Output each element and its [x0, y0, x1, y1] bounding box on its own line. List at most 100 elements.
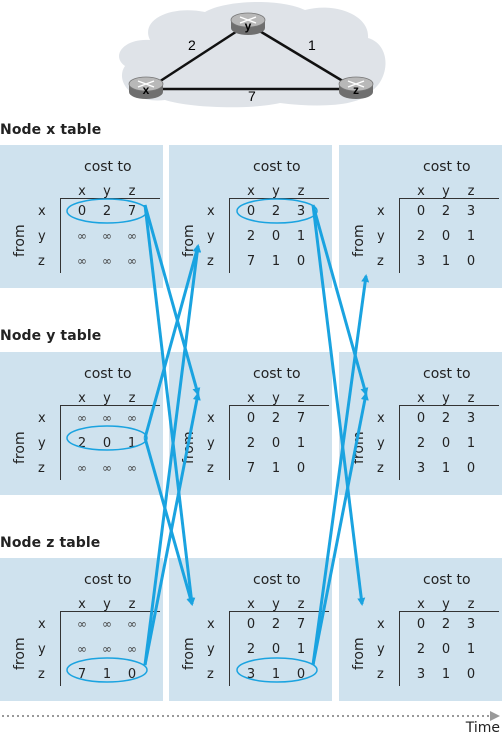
- row-label: z: [377, 667, 384, 682]
- cost-to-label: cost to: [84, 159, 132, 175]
- table-cell: 0: [441, 436, 451, 451]
- row-label: x: [207, 204, 215, 219]
- time-label: Time: [465, 720, 500, 736]
- column-header: z: [128, 597, 136, 612]
- table-cell: 0: [271, 642, 281, 657]
- row-label: x: [207, 411, 215, 426]
- table-cell: 0: [416, 204, 426, 219]
- edge-cost-xz: 7: [248, 88, 256, 104]
- table-cell: 3: [466, 204, 476, 219]
- router-x: x: [128, 76, 164, 99]
- from-label: from: [12, 431, 28, 464]
- column-header: y: [103, 184, 111, 199]
- table-cell: ∞: [77, 229, 87, 243]
- table-cell: 1: [127, 436, 137, 451]
- table-cell: ∞: [77, 461, 87, 475]
- table-cell: 0: [441, 229, 451, 244]
- column-header: z: [128, 184, 136, 199]
- table-cell: ∞: [127, 461, 137, 475]
- table-cell: 1: [441, 254, 451, 269]
- router-y: y: [230, 12, 266, 35]
- column-header: x: [247, 597, 255, 612]
- table-cell: 2: [77, 436, 87, 451]
- table-cell: 2: [441, 617, 451, 632]
- row-label: x: [38, 411, 46, 426]
- cost-to-label: cost to: [423, 366, 471, 382]
- table-cell: 1: [102, 667, 112, 682]
- row-label: z: [207, 461, 214, 476]
- table-cell: 0: [466, 461, 476, 476]
- row-label: y: [377, 642, 385, 657]
- table-cell: 2: [271, 204, 281, 219]
- row-label: y: [207, 642, 215, 657]
- header-rule: [60, 611, 160, 612]
- table-cell: 3: [296, 204, 306, 219]
- row-rule: [399, 611, 400, 686]
- row-label: z: [377, 461, 384, 476]
- table-cell: 3: [466, 411, 476, 426]
- table-cell: 0: [416, 617, 426, 632]
- column-header: x: [78, 597, 86, 612]
- table-cell: 2: [271, 411, 281, 426]
- table-cell: ∞: [77, 642, 87, 656]
- table-cell: 0: [296, 254, 306, 269]
- table-cell: 3: [416, 254, 426, 269]
- table-cell: 2: [102, 204, 112, 219]
- table-cell: 7: [296, 617, 306, 632]
- column-header: x: [247, 391, 255, 406]
- table-cell: 0: [127, 667, 137, 682]
- table-cell: 0: [271, 436, 281, 451]
- cost-to-label: cost to: [253, 366, 301, 382]
- table-cell: 3: [416, 461, 426, 476]
- row-label: x: [38, 617, 46, 632]
- table-cell: 3: [466, 617, 476, 632]
- node-y-table-title: Node y table: [0, 328, 102, 344]
- table-cell: 0: [416, 411, 426, 426]
- row-label: y: [38, 229, 46, 244]
- table-cell: 0: [102, 436, 112, 451]
- header-rule: [60, 405, 160, 406]
- node-x-table-title: Node x table: [0, 122, 102, 138]
- time-axis: [2, 711, 500, 721]
- table-cell: 0: [466, 254, 476, 269]
- cost-to-label: cost to: [423, 572, 471, 588]
- row-label: x: [377, 411, 385, 426]
- table-cell: ∞: [102, 254, 112, 268]
- table-cell: 1: [296, 642, 306, 657]
- column-header: y: [103, 391, 111, 406]
- table-cell: 0: [466, 667, 476, 682]
- row-label: z: [38, 461, 45, 476]
- edge-cost-yz: 1: [308, 37, 316, 53]
- table-cell: 0: [441, 642, 451, 657]
- table-cell: 2: [246, 229, 256, 244]
- table-cell: 7: [246, 254, 256, 269]
- from-label: from: [351, 637, 367, 670]
- network-cloud: [119, 1, 386, 108]
- table-cell: ∞: [77, 254, 87, 268]
- row-label: x: [38, 204, 46, 219]
- column-header: x: [417, 184, 425, 199]
- table-cell: 7: [77, 667, 87, 682]
- table-cell: 0: [271, 229, 281, 244]
- table-cell: 1: [271, 667, 281, 682]
- header-rule: [229, 611, 329, 612]
- table-cell: 0: [296, 461, 306, 476]
- row-rule: [399, 405, 400, 480]
- column-header: y: [442, 597, 450, 612]
- row-label: y: [38, 642, 46, 657]
- column-header: z: [467, 391, 475, 406]
- table-cell: 3: [246, 667, 256, 682]
- table-cell: 1: [296, 436, 306, 451]
- row-label: z: [207, 254, 214, 269]
- table-cell: 0: [246, 411, 256, 426]
- column-header: x: [78, 184, 86, 199]
- table-cell: 2: [246, 642, 256, 657]
- column-header: z: [467, 184, 475, 199]
- row-label: z: [38, 667, 45, 682]
- column-header: x: [417, 391, 425, 406]
- table-cell: 2: [271, 617, 281, 632]
